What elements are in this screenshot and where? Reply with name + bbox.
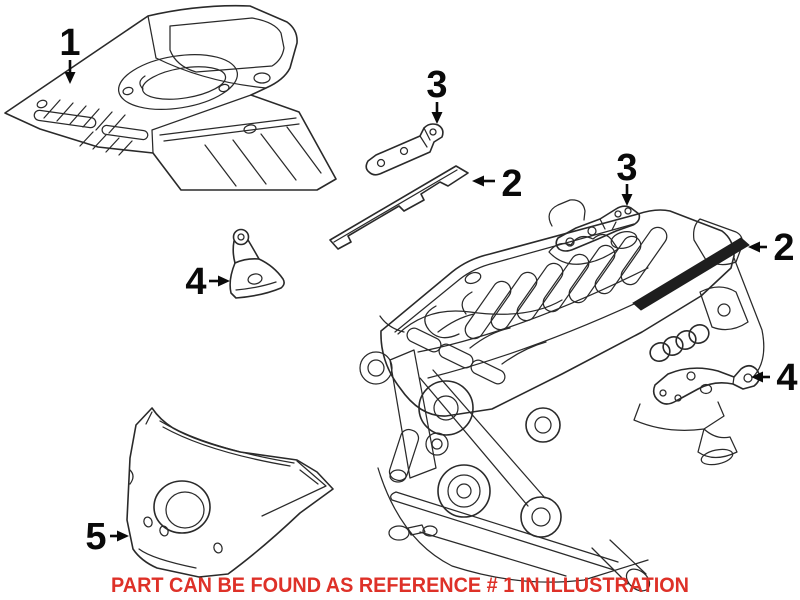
trim-strip-right-drawing	[632, 237, 750, 311]
intake-runners	[464, 226, 668, 340]
callout-4-right-label: 4	[776, 357, 797, 399]
lower-frame	[377, 467, 651, 592]
callout-1-arrowhead	[64, 72, 76, 84]
ignition-coils	[379, 313, 547, 385]
right-side-details	[633, 257, 765, 466]
mounting-bracket-left-drawing	[365, 123, 444, 176]
callout-2-right: 2	[748, 227, 795, 269]
support-bracket-right-drawing	[652, 364, 761, 405]
callout-2-right-label: 2	[773, 227, 794, 269]
callout-4-left-label: 4	[185, 261, 206, 303]
callout-4-left: 4	[185, 261, 230, 303]
callout-2-left: 2	[472, 163, 523, 205]
callout-4-right: 4	[751, 357, 798, 399]
callout-2-left-arrowhead	[472, 175, 484, 187]
callout-2-left-label: 2	[501, 163, 522, 205]
callout-5: 5	[85, 516, 129, 558]
callout-3-left: 3	[426, 64, 448, 124]
callout-5-arrowhead	[117, 530, 129, 542]
callout-5-label: 5	[85, 516, 106, 558]
callout-2-right-arrowhead	[748, 241, 760, 253]
trim-strip-left-drawing	[329, 165, 469, 250]
callout-3-right-arrowhead	[621, 194, 633, 206]
callout-1-label: 1	[59, 22, 80, 64]
front-pulleys	[359, 349, 562, 538]
callout-1: 1	[59, 22, 81, 84]
audi-rings-logo	[649, 324, 710, 362]
reference-note: PART CAN BE FOUND AS REFERENCE # 1 IN IL…	[111, 574, 689, 597]
engine-cover-part-drawing	[4, 4, 337, 191]
callout-3-left-arrowhead	[431, 112, 443, 124]
callout-3-left-label: 3	[426, 64, 447, 106]
callout-3-right: 3	[616, 147, 638, 206]
engine-assembly-drawing	[359, 209, 765, 592]
callout-3-right-label: 3	[616, 147, 637, 189]
mounting-bracket-right-drawing	[548, 199, 641, 252]
callout-4-left-arrowhead	[218, 275, 230, 287]
side-cover-panel-drawing	[126, 407, 334, 578]
small-bracket-left-drawing	[229, 228, 285, 299]
callout-4-right-arrowhead	[751, 371, 763, 383]
cover-vent-slats	[33, 99, 149, 156]
